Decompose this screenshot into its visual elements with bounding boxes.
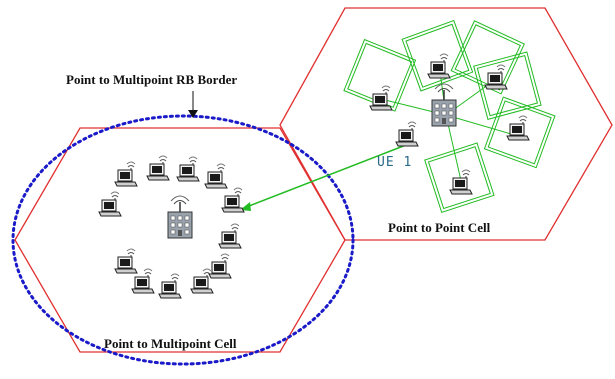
ue1-laptop-icon [395, 121, 419, 147]
p2mp-cell-label: Point to Multipoint Cell [104, 336, 237, 351]
ue1-link [243, 144, 407, 209]
laptop-icon [176, 156, 200, 182]
rb-border-label: Point to Multipoint RB Border [66, 72, 237, 87]
laptop-icon [98, 191, 122, 217]
laptop-icon [506, 115, 530, 141]
laptop-icon [146, 155, 170, 181]
p2mp-base-station-icon [167, 195, 193, 239]
rb-border-ellipse [11, 114, 355, 366]
p2p-beams [343, 19, 556, 213]
laptop-icon [114, 161, 138, 187]
laptop-icon [114, 248, 138, 274]
ue1-label: UE 1 [377, 155, 412, 170]
laptop-icon [208, 253, 232, 279]
laptop-icon [484, 64, 508, 90]
laptop-icon [449, 169, 473, 195]
laptop-icon [190, 268, 214, 294]
laptop-icon [221, 187, 245, 213]
laptop-icon [427, 53, 451, 79]
p2p-base-station-icon [431, 83, 457, 127]
laptop-icon [158, 273, 182, 299]
p2p-cell-label: Point to Point Cell [388, 220, 491, 235]
p2p-cell-hexagon [279, 7, 613, 241]
laptop-icon [369, 85, 393, 111]
laptop-icon [218, 223, 242, 249]
rb-border-pointer-head [188, 110, 198, 118]
p2mp-cell-hexagon [14, 127, 346, 353]
laptop-icon [204, 163, 228, 189]
